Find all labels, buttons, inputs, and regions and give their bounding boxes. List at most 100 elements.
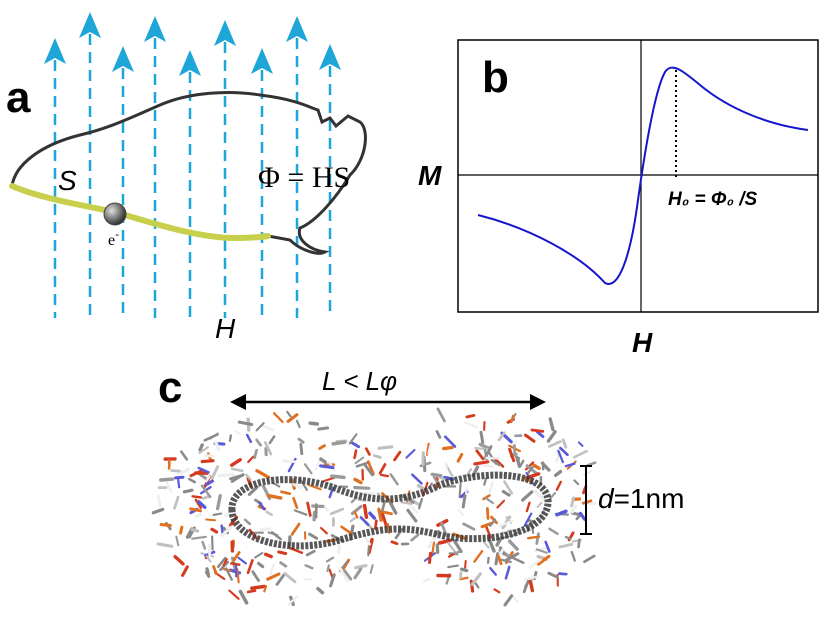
molecule-bond [581,499,593,505]
molecule-bond [470,572,482,587]
molecule-bond [406,508,418,523]
molecule-bond [444,462,449,471]
molecule-bond [498,519,514,528]
molecule-bond [535,548,548,554]
molecule-bond [570,496,576,508]
molecule-bond [390,540,399,546]
molecule-bond [525,464,539,476]
molecule-bond [340,525,353,535]
molecule-bond [281,459,297,464]
molecule-bond [297,437,305,444]
current-loop [10,91,367,255]
molecule-bond [458,482,462,499]
molecule-bond [222,558,228,567]
molecule-bond [290,522,301,536]
panel-a: a S Φ = HS e- H [6,12,367,344]
molecule-bond [207,543,212,558]
molecule-bond [210,465,220,480]
molecule-bond [368,511,377,520]
molecule-bond [548,491,557,500]
molecule-bond [504,565,511,580]
molecule-bond [377,445,394,450]
molecule-bond [517,456,520,467]
molecule-bond [452,539,463,554]
molecule-bond [173,495,180,510]
molecule-bond [452,550,461,555]
molecule-bond [264,552,273,559]
molecule-bond [350,441,361,449]
molecule-bond [577,538,581,549]
molecule-bond [485,507,490,520]
molecule-bond [528,580,535,593]
molecule-bond [194,513,203,518]
molecule-bond [485,456,501,460]
molecule-bond [230,562,241,566]
molecule-bond [277,550,288,556]
molecule-bond [535,532,540,545]
molecule-bond [410,533,420,542]
molecule-bond [570,550,576,562]
molecule-bond [253,448,258,460]
molecule-bond [586,461,597,467]
molecule-bond [504,552,520,562]
molecule-bond [440,521,448,537]
molecule-bond [343,569,353,581]
molecule-bond [394,527,404,540]
molecule-bond [578,511,587,522]
molecule-bond [473,550,484,563]
molecule-bond [437,538,452,545]
molecule-bond [283,572,297,584]
molecule-bond [212,512,223,517]
molecule-bond [151,507,165,515]
molecule-bond [312,510,317,522]
molecule-bond [232,551,241,562]
molecule-bond [380,511,388,528]
electron-path [9,183,271,242]
molecule-bond [217,472,235,478]
molecule-bond [411,473,423,485]
molecule-bond [526,535,541,540]
molecule-bond [156,494,162,508]
molecule-bond [577,441,584,447]
molecule-bond [305,549,316,557]
molecule-bond [559,446,569,457]
molecule-bond [533,489,545,501]
molecule-bond [564,462,576,468]
molecule-bond [381,499,387,512]
molecule-bond [338,567,350,582]
molecule-bond [319,464,335,470]
molecule-bond [259,527,272,531]
molecule-bond [237,420,254,427]
molecule-bond [246,589,257,594]
molecule-bond [362,503,369,519]
field-arrow-head [144,16,166,42]
field-arrow-head [112,46,134,72]
molecule-bond [320,526,328,535]
molecule-bond [317,426,330,431]
molecule-bond [247,455,255,464]
molecule-bond [525,501,531,513]
molecule-bond [258,501,266,511]
molecule-bond [191,535,207,540]
molecule-bond [555,509,568,517]
y-axis-label: M [418,160,442,191]
molecule-bond [200,484,212,499]
molecule-bond [353,477,363,485]
molecule-bond [331,440,347,446]
molecule-bond [523,433,536,443]
panel-c-letter: c [158,363,182,412]
molecule-bond [329,507,345,516]
molecule-bond [329,573,336,588]
field-arrow-head [319,44,341,70]
molecule-bond [255,422,265,432]
field-label-a: H [215,313,236,344]
length-arrow-right-head [530,394,546,410]
molecule-bond [548,440,562,448]
molecule-bond [204,453,215,458]
molecule-bond [174,475,185,480]
molecule-bond [495,536,503,547]
molecule-bond [555,480,562,491]
molecule-bond [299,442,304,456]
molecule-bond [483,464,494,468]
molecule-bond [205,479,215,487]
